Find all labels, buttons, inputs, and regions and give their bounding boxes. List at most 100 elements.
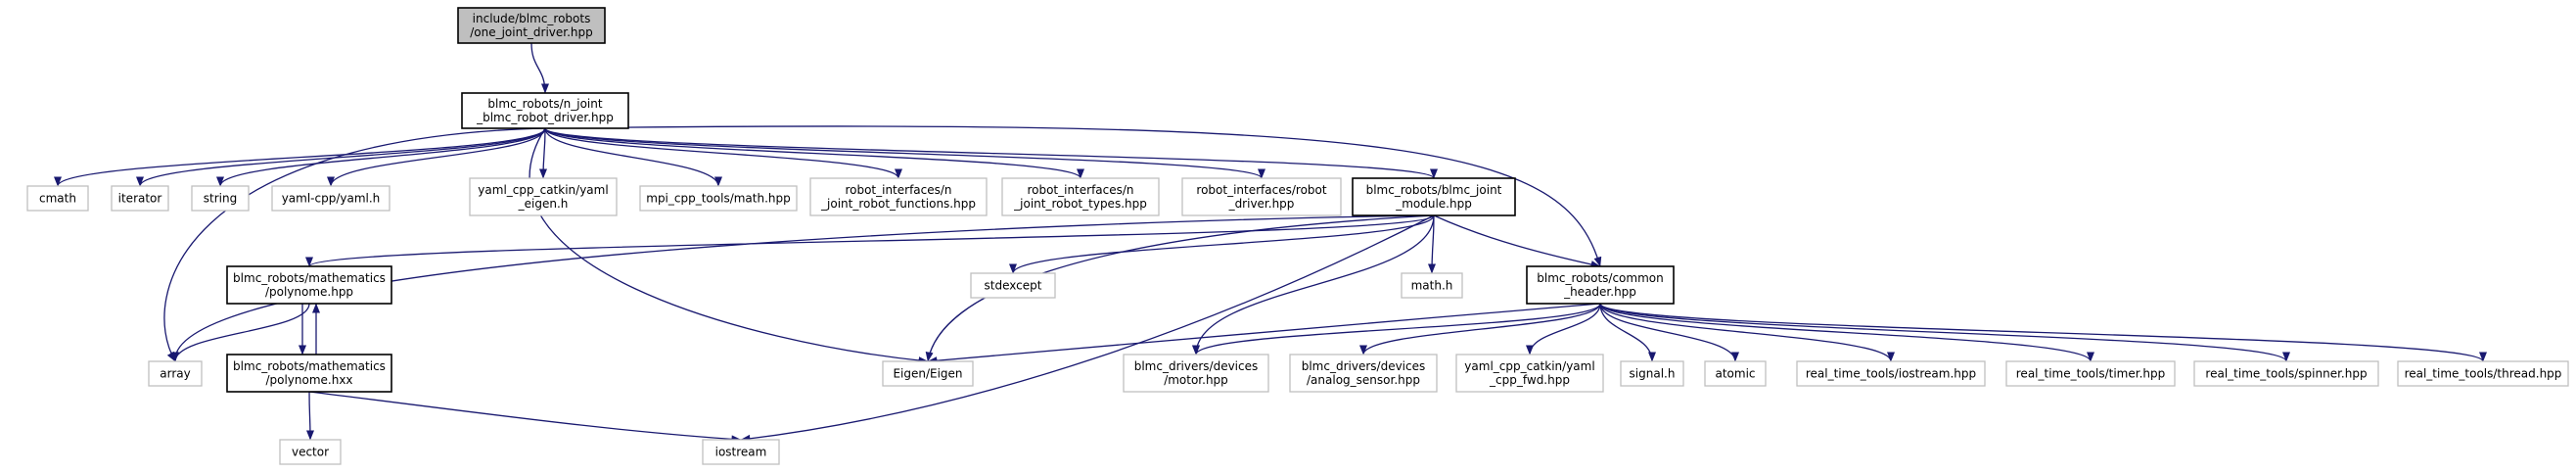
- node-mpimath: mpi_cpp_tools/math.hpp: [639, 185, 798, 212]
- node-box: [226, 354, 392, 393]
- edge-common-to-rtiostream: [1599, 303, 1895, 362]
- node-label: real_time_tools/iostream.hpp: [1806, 367, 1976, 381]
- node-box: [469, 177, 618, 216]
- node-label: robot_interfaces/n: [845, 183, 951, 197]
- node-label: _joint_robot_types.hpp: [1013, 197, 1147, 211]
- node-box: [1704, 360, 1767, 387]
- node-label: yaml_cpp_catkin/yaml: [478, 183, 608, 197]
- node-box: [882, 360, 974, 387]
- node-label: real_time_tools/spinner.hpp: [2205, 367, 2367, 381]
- edge-njoint-to-rifunctions: [544, 127, 902, 179]
- edge-common-to-signal: [1599, 303, 1656, 362]
- node-box: [279, 439, 342, 465]
- node-polyhxx[interactable]: blmc_robots/mathematics/polynome.hxx: [226, 354, 392, 393]
- node-label: yaml-cpp/yaml.h: [282, 192, 381, 206]
- edge-njoint-to-cmath: [54, 127, 546, 187]
- node-box: [26, 185, 89, 212]
- node-box: [148, 360, 203, 387]
- edge-polyhxx-to-vector: [305, 391, 314, 441]
- node-box: [2193, 360, 2379, 387]
- node-label: iterator: [118, 192, 162, 206]
- node-iostream: iostream: [702, 439, 780, 465]
- node-box: [1620, 360, 1684, 387]
- node-eigen: Eigen/Eigen: [882, 360, 974, 387]
- edge-njoint-to-yamlcpp: [327, 127, 546, 187]
- node-label: blmc_robots/mathematics: [233, 359, 386, 373]
- node-array: array: [148, 360, 203, 387]
- node-label: _joint_robot_functions.hpp: [820, 197, 976, 211]
- node-vector: vector: [279, 439, 342, 465]
- node-label: /motor.hpp: [1164, 373, 1228, 387]
- node-rtthread: real_time_tools/thread.hpp: [2397, 360, 2569, 387]
- edge-njoint-to-mpimath: [544, 127, 722, 187]
- node-label: real_time_tools/timer.hpp: [2016, 367, 2165, 381]
- edge-common-to-motor: [1192, 303, 1601, 356]
- edge-jointmodule-to-array: [170, 214, 1435, 362]
- node-yamlcpp: yaml-cpp/yaml.h: [271, 185, 391, 212]
- node-rttimer: real_time_tools/timer.hpp: [2005, 360, 2176, 387]
- edge-jointmodule-to-mathh: [1428, 214, 1437, 274]
- edge-jointmodule-to-common: [1433, 214, 1601, 268]
- edge-jointmodule-to-stdexcept: [1009, 214, 1435, 274]
- node-label: yaml_cpp_catkin/yaml: [1464, 359, 1594, 373]
- node-jointmodule[interactable]: blmc_robots/blmc_joint_module.hpp: [1352, 177, 1516, 216]
- edge-jointmodule-to-eigen: [925, 214, 1435, 362]
- edge-jointmodule-to-iostream: [740, 214, 1435, 443]
- edge-njoint-to-yamleigen: [539, 127, 548, 179]
- edge-common-to-atomic: [1599, 303, 1739, 362]
- node-box: [226, 265, 392, 305]
- node-box: [1401, 272, 1463, 299]
- node-yamleigen: yaml_cpp_catkin/yaml_eigen.h: [469, 177, 618, 216]
- node-label: _cpp_fwd.hpp: [1489, 373, 1570, 387]
- node-common[interactable]: blmc_robots/common_header.hpp: [1526, 265, 1675, 305]
- node-rtspinner: real_time_tools/spinner.hpp: [2193, 360, 2379, 387]
- edge-njoint-to-iterator: [136, 127, 546, 187]
- node-rtiostream: real_time_tools/iostream.hpp: [1796, 360, 1986, 387]
- node-label: blmc_robots/n_joint: [487, 97, 602, 111]
- node-label: blmc_drivers/devices: [1134, 359, 1259, 373]
- edge-jointmodule-to-polyhpp: [305, 214, 1435, 267]
- node-label: /analog_sensor.hpp: [1307, 373, 1420, 387]
- node-box: [461, 92, 629, 129]
- node-label: _module.hpp: [1395, 197, 1472, 211]
- node-njoint[interactable]: blmc_robots/n_joint_blmc_robot_driver.hp…: [461, 92, 629, 129]
- node-box: [111, 185, 169, 212]
- node-box: [970, 272, 1056, 299]
- node-box: [809, 177, 988, 216]
- node-box: [702, 439, 780, 465]
- node-polyhpp[interactable]: blmc_robots/mathematics/polynome.hpp: [226, 265, 392, 305]
- node-label: Eigen/Eigen: [893, 367, 962, 381]
- edge-polyhpp-to-array: [171, 303, 310, 362]
- node-box: [1001, 177, 1160, 216]
- node-box: [2397, 360, 2569, 387]
- node-label: /polynome.hpp: [265, 285, 353, 299]
- node-label: blmc_robots/blmc_joint: [1366, 183, 1502, 197]
- edge-njoint-to-array: [163, 127, 546, 362]
- node-label: cmath: [39, 192, 76, 206]
- node-iterator: iterator: [111, 185, 169, 212]
- edge-common-to-rttimer: [1599, 303, 2094, 362]
- node-yamlfwd: yaml_cpp_catkin/yaml_cpp_fwd.hpp: [1455, 354, 1604, 393]
- node-label: blmc_drivers/devices: [1302, 359, 1426, 373]
- edge-common-to-rtthread: [1599, 303, 2487, 362]
- node-label: include/blmc_robots: [473, 12, 591, 25]
- edge-common-to-eigen: [927, 303, 1601, 365]
- edge-njoint-to-common: [544, 125, 1602, 267]
- node-label: string: [204, 192, 237, 206]
- node-ritypes: robot_interfaces/n_joint_robot_types.hpp: [1001, 177, 1160, 216]
- node-root[interactable]: include/blmc_robots/one_joint_driver.hpp: [457, 7, 606, 44]
- node-box: [1796, 360, 1986, 387]
- node-label: robot_interfaces/robot: [1196, 183, 1326, 197]
- edge-common-to-rtspinner: [1599, 303, 2290, 362]
- node-layer: include/blmc_robots/one_joint_driver.hpp…: [26, 7, 2569, 465]
- node-box: [639, 185, 798, 212]
- node-label: atomic: [1715, 367, 1755, 381]
- edge-njoint-to-jointmodule: [544, 127, 1438, 179]
- node-label: real_time_tools/thread.hpp: [2405, 367, 2562, 381]
- node-label: signal.h: [1630, 367, 1676, 381]
- node-stdexcept: stdexcept: [970, 272, 1056, 299]
- node-label: blmc_robots/common: [1537, 271, 1663, 285]
- node-signal: signal.h: [1620, 360, 1684, 387]
- node-box: [1455, 354, 1604, 393]
